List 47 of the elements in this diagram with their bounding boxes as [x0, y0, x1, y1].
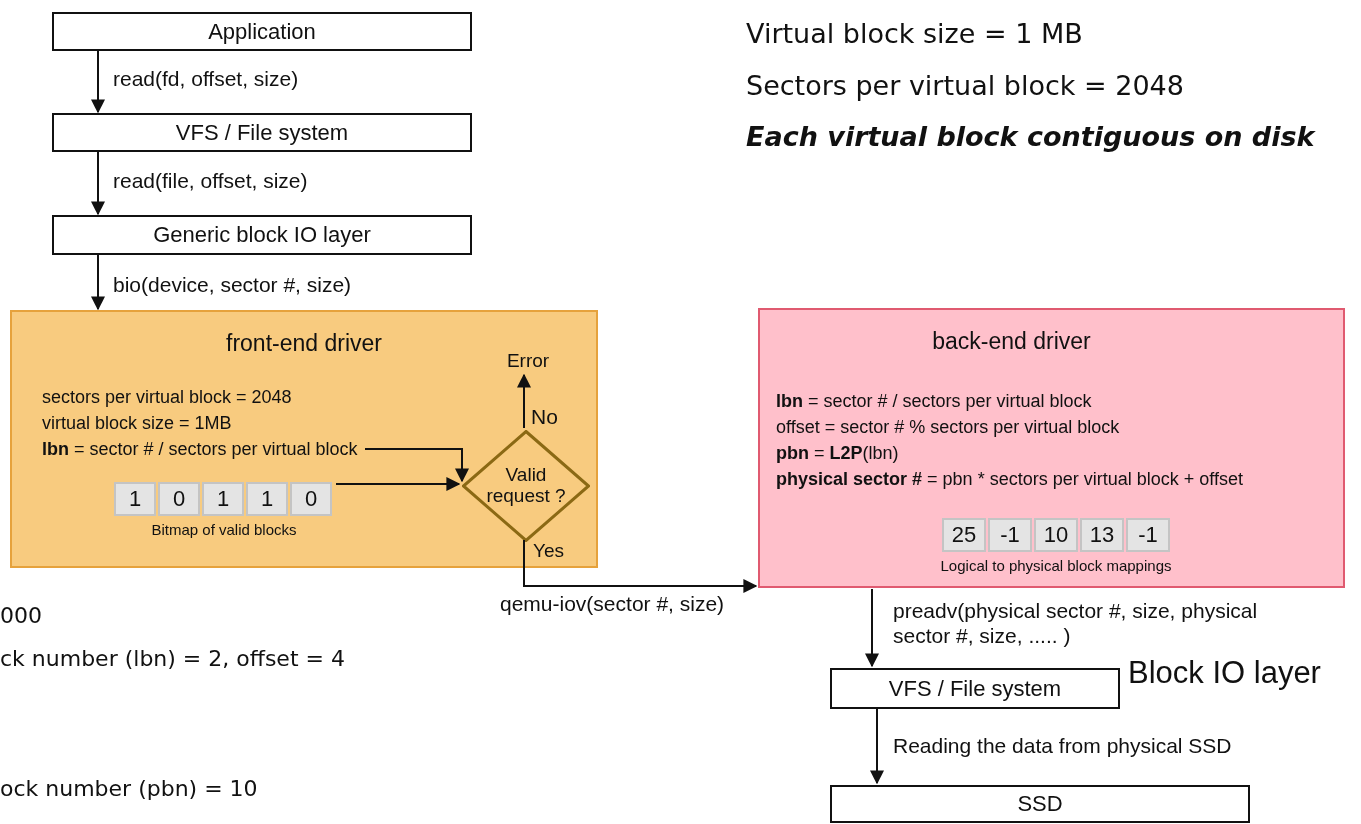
decision-diamond: Valid request ? [462, 430, 590, 542]
table-caption: Logical to physical block mappings [939, 557, 1173, 574]
table-caption: Bitmap of valid blocks [150, 521, 298, 538]
process-box: SSD [830, 785, 1250, 823]
note-text: Virtual block size = 1 MB [746, 18, 1083, 49]
arrow [91, 50, 105, 114]
note-text: Each virtual block contiguous on disk [746, 121, 1315, 152]
process-box: VFS / File system [52, 113, 472, 152]
driver-panel [758, 308, 1345, 588]
table-cell: 1 [202, 482, 244, 516]
node-text: Error [500, 350, 556, 376]
process-box: Generic block IO layer [52, 215, 472, 255]
formula-text: sectors per virtual block = 2048 [42, 386, 293, 409]
arrow [91, 254, 105, 311]
formula-text: virtual block size = 1MB [42, 412, 233, 435]
table-cell: 0 [158, 482, 200, 516]
arrow [91, 151, 105, 216]
arrow [364, 448, 469, 483]
label-text: 000 [0, 603, 42, 628]
arrow [517, 373, 531, 429]
formula-text: physical sector # = pbn * sectors per virtual block + offset [776, 468, 1243, 491]
formula-text: lbn = sector # / sectors per virtual block [776, 390, 1092, 413]
arrow [335, 477, 461, 491]
table-cell: 13 [1080, 518, 1124, 552]
arrow [870, 708, 884, 785]
process-box: Application [52, 12, 472, 51]
panel-title: front-end driver [225, 330, 383, 357]
table-cell: 1 [114, 482, 156, 516]
table-cell: 10 [1034, 518, 1078, 552]
label-text: ock number (pbn) = 10 [0, 776, 258, 801]
driver-panel [10, 310, 598, 568]
table-cell: 0 [290, 482, 332, 516]
table-cell: -1 [1126, 518, 1170, 552]
process-box: VFS / File system [830, 668, 1120, 709]
formula-text: offset = sector # % sectors per virtual block [776, 416, 1120, 439]
table-cell: 1 [246, 482, 288, 516]
formula-text: lbn = sector # / sectors per virtual block [42, 438, 359, 461]
label-text: Yes [533, 540, 564, 562]
label-text: ck number (lbn) = 2, offset = 4 [0, 646, 345, 671]
panel-title: back-end driver [931, 328, 1092, 355]
label-text: Block IO layer [1128, 655, 1321, 691]
arrow [865, 588, 879, 668]
formula-text: pbn = L2P(lbn) [776, 442, 899, 465]
table-cell: 25 [942, 518, 986, 552]
arrow [523, 539, 758, 593]
note-text: Sectors per virtual block = 2048 [746, 70, 1184, 101]
table-cell: -1 [988, 518, 1032, 552]
